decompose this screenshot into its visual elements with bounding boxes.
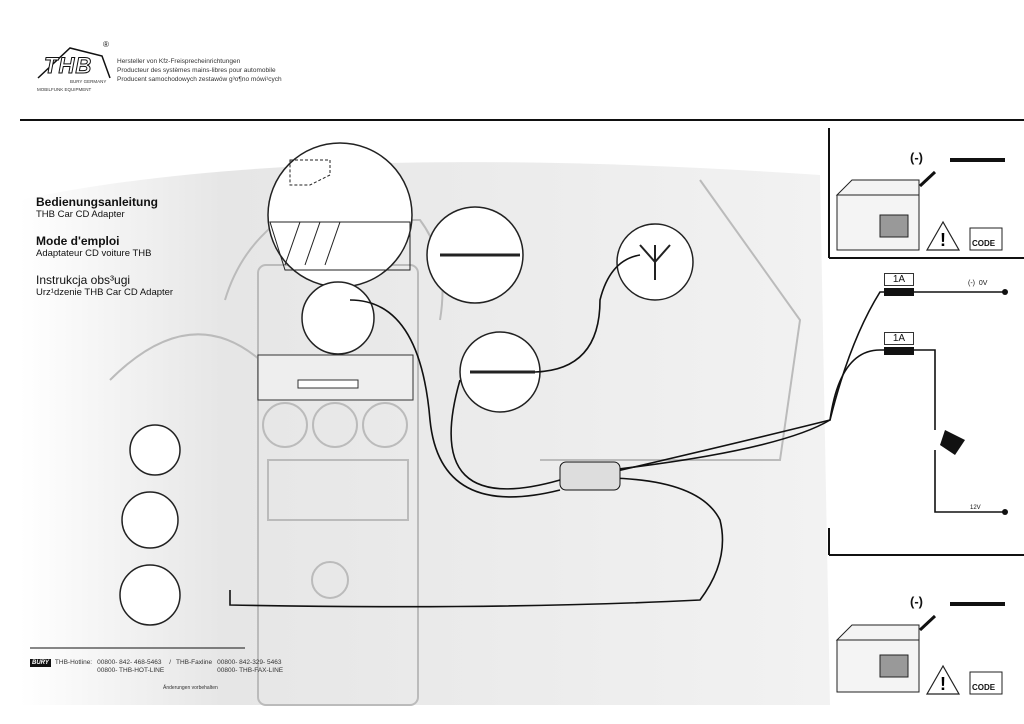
hotline-label: THB-Hotline:	[54, 659, 93, 666]
dashboard-background	[20, 162, 830, 706]
title-de: Bedienungsanleitung	[36, 195, 159, 209]
cd-adapter-box	[559, 461, 621, 491]
registered-mark: ®	[103, 40, 109, 49]
thb-logo: THB	[43, 53, 93, 78]
code-label-top: CODE	[972, 239, 996, 248]
separator: /	[169, 659, 172, 666]
faxline-alt: 00800- THB-FAX-LINE	[217, 667, 284, 674]
logo-subtitle: BURY GERMANY	[70, 79, 107, 84]
hotline-alt: 00800- THB-HOT-LINE	[97, 667, 165, 674]
faxline-label: THB-Faxline	[176, 659, 213, 666]
taglines: Hersteller von Kfz-Freisprecheinrichtung…	[117, 57, 282, 84]
subtitle-pl: Urz¹dzenie THB Car CD Adapter	[36, 287, 174, 298]
warning-icon	[925, 664, 961, 695]
battery-illustration-top	[835, 179, 920, 251]
tagline-pl: Producent samochodowych zestawów g³o¶no …	[117, 76, 282, 83]
title-block: Bedienungsanleitung THB Car CD Adapter M…	[36, 195, 173, 298]
faxline-number: 00800- 842-329- 5463	[217, 659, 282, 666]
cables	[229, 254, 1005, 608]
fuse-label-1: 1A	[884, 273, 914, 286]
polarity-label-bottom: (-)	[910, 594, 923, 609]
radio-code-icon	[969, 671, 1003, 695]
device-circle-2	[121, 491, 179, 549]
footer-contacts: BURY THB-Hotline: 00800- 842- 468-5463 /…	[30, 659, 283, 675]
subtitle-de: THB Car CD Adapter	[36, 209, 125, 220]
arrow-icon	[918, 614, 937, 632]
warning-exclamation: !	[940, 230, 946, 250]
subtitle-fr: Adaptateur CD voiture THB	[36, 248, 152, 259]
car-radio	[257, 354, 414, 401]
title-pl: Instrukcja obs³ugi	[36, 273, 131, 287]
tagline-de: Hersteller von Kfz-Freisprecheinrichtung…	[117, 58, 241, 65]
disclaimer: Änderungen vorbehalten	[163, 685, 218, 691]
battery-illustration-bottom	[835, 624, 920, 693]
device-circle-1	[129, 424, 181, 476]
radio-code-icon	[969, 227, 1003, 251]
tagline-fr: Producteur des systèmes mains-libres pou…	[117, 67, 276, 74]
warning-exclamation: !	[940, 674, 946, 694]
ignition-key-icon	[940, 430, 965, 455]
antenna-icon	[639, 244, 671, 280]
title-fr: Mode d'emploi	[36, 234, 120, 248]
hotline-number: 00800- 842- 468-5463	[97, 659, 162, 666]
fuse-holder-1	[884, 288, 914, 296]
thb-logo-roof	[37, 47, 111, 79]
fuse-holder-2	[884, 347, 914, 355]
polarity-label-top: (-)	[910, 150, 923, 165]
power-label: 12V	[970, 505, 981, 511]
detail-circle-plug	[301, 281, 375, 355]
logo-caption: MOBILFUNK EQUIPMENT	[37, 87, 92, 92]
ground-label: (-) 0V	[968, 280, 988, 287]
arrow-icon	[918, 170, 937, 188]
code-label-bottom: CODE	[972, 683, 996, 692]
contact-grid: THB-Hotline: 00800- 842- 468-5463 / THB-…	[55, 659, 283, 675]
warning-icon	[925, 220, 961, 251]
fuse-label-2: 1A	[884, 332, 914, 345]
bury-logo: BURY	[30, 659, 51, 667]
device-circle-3	[119, 564, 181, 626]
